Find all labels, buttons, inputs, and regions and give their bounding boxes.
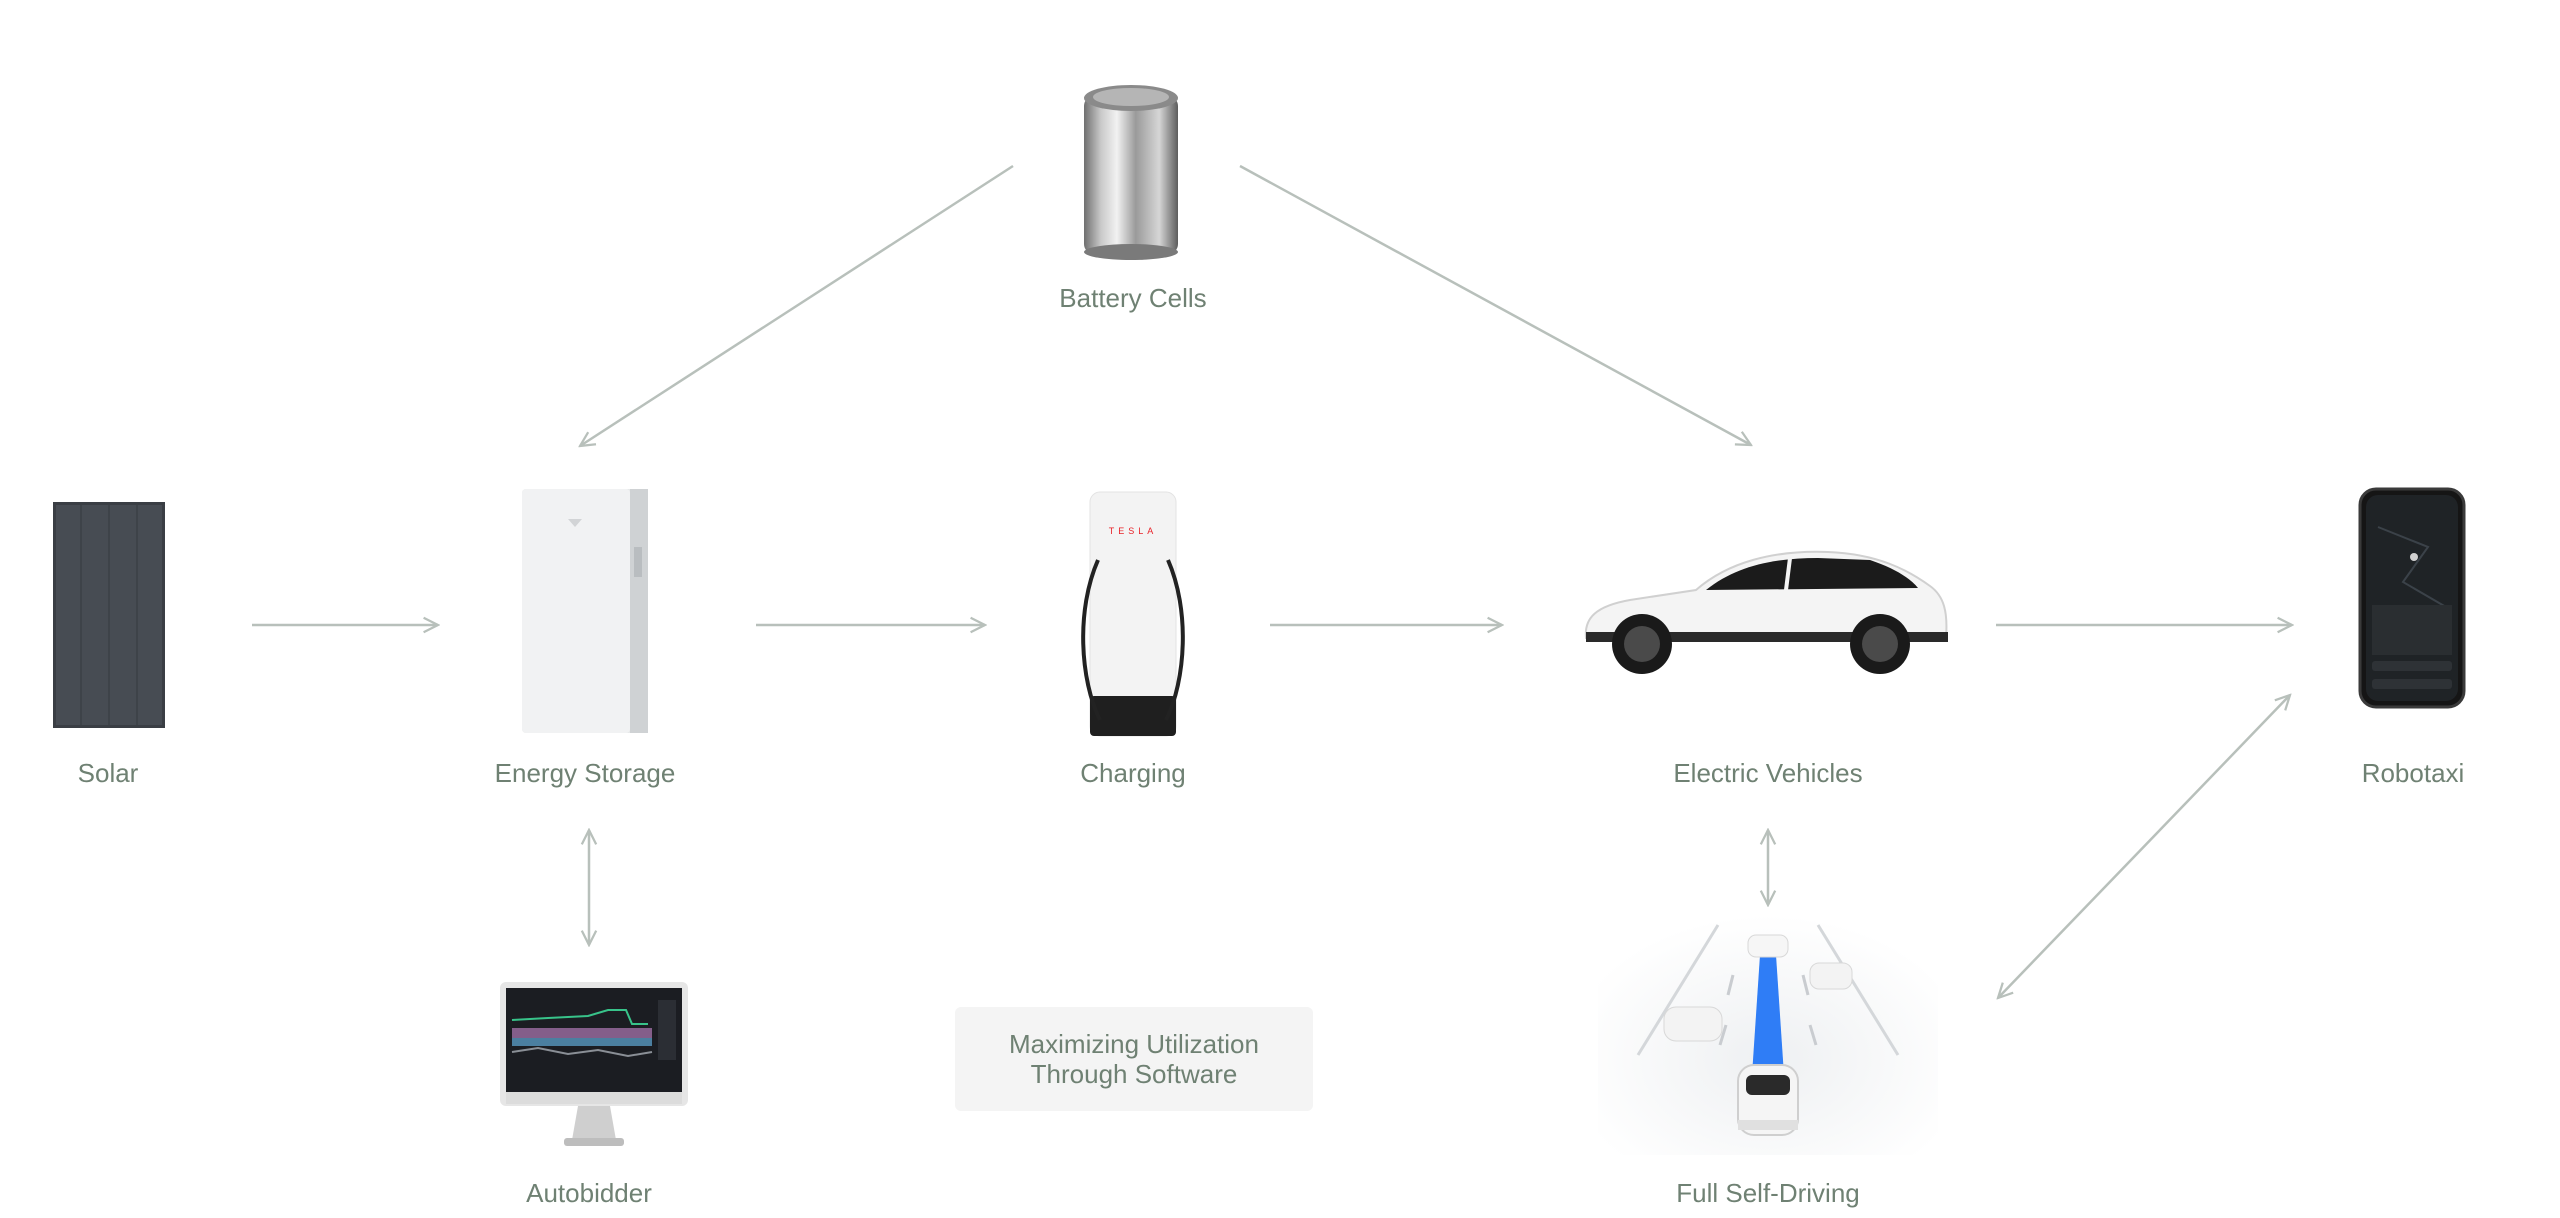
software-utilization-box: Maximizing Utilization Through Software xyxy=(955,1007,1313,1111)
solar-label: Solar xyxy=(77,758,139,788)
energy-storage-icon xyxy=(522,489,648,733)
autobidder-monitor-icon xyxy=(500,982,688,1146)
robotaxi-phone-icon xyxy=(2358,487,2466,709)
energy-storage-label: Energy Storage xyxy=(494,758,676,788)
software-box-line-2: Through Software xyxy=(1030,1059,1238,1089)
electric-vehicles-label: Electric Vehicles xyxy=(1673,758,1863,788)
solar-panel-icon xyxy=(53,502,165,728)
full-self-driving-label: Full Self-Driving xyxy=(1676,1178,1860,1208)
software-box-line-1: Maximizing Utilization xyxy=(1009,1029,1259,1059)
battery-cells-label: Battery Cells xyxy=(1059,283,1207,313)
arrow-battery-to-energy-storage xyxy=(580,164,1014,446)
robotaxi-label: Robotaxi xyxy=(2361,758,2465,788)
full-self-driving-icon xyxy=(1598,915,1938,1155)
tesla-wordmark: TESLA xyxy=(1109,526,1158,536)
arrow-fsd-robotaxi xyxy=(1998,695,2290,998)
autobidder-label: Autobidder xyxy=(526,1178,652,1208)
supercharger-icon: TESLA xyxy=(1081,491,1185,737)
battery-cell-icon xyxy=(1084,85,1178,260)
arrow-battery-to-electric-vehicles xyxy=(1239,164,1751,445)
charging-label: Charging xyxy=(1080,758,1186,788)
electric-car-icon xyxy=(1584,550,1948,674)
